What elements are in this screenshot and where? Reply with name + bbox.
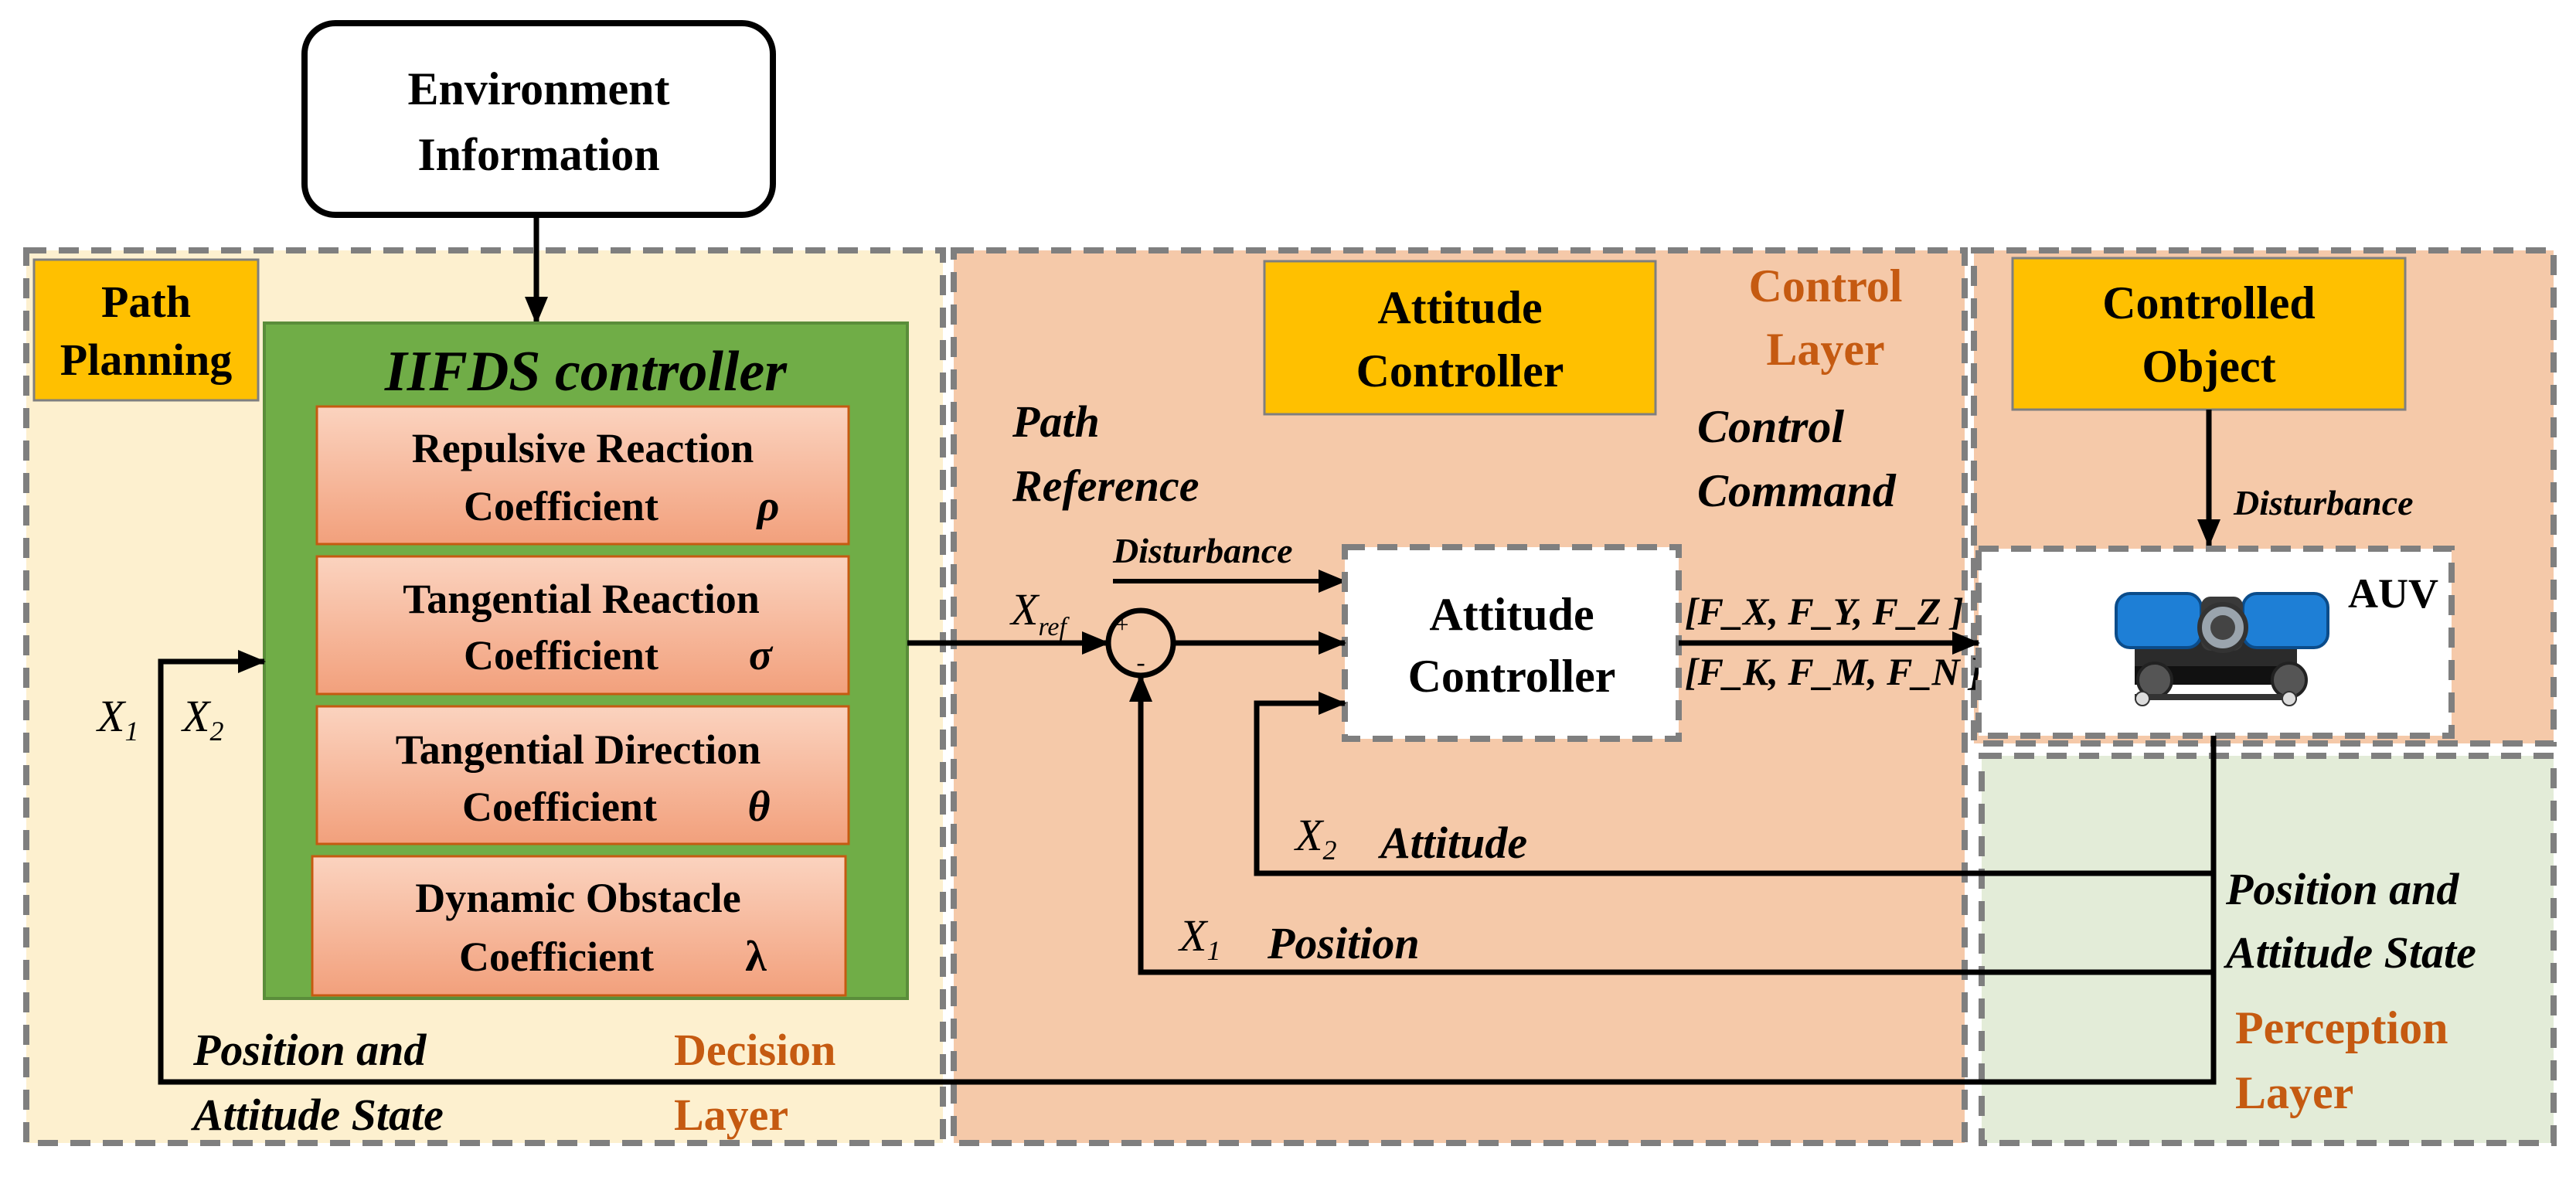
controlled-object-line2: Object <box>2142 341 2275 392</box>
coefficient-symbol: λ <box>745 933 767 981</box>
moment-vector-label: [F_K, F_M, F_N ] <box>1685 650 1982 693</box>
decision-layer-label-line1: Decision <box>674 1025 835 1075</box>
attitude-controller-line2: Controller <box>1408 651 1616 702</box>
environment-line2: Information <box>417 129 659 180</box>
coefficient-symbol: σ <box>749 631 774 679</box>
summing-plus: + <box>1116 612 1129 638</box>
coefficient-symbol: θ <box>747 783 770 831</box>
control-layer-label-line2: Layer <box>1766 324 1884 375</box>
control-disturbance-label: Disturbance <box>1112 531 1293 570</box>
coefficient-line1: Dynamic Obstacle <box>415 875 740 921</box>
decision-state-line1: Position and <box>192 1025 427 1075</box>
dynamic-obstacle-coefficient-box: Dynamic Obstacle Coefficient λ <box>311 855 847 997</box>
environment-information-box <box>301 20 776 218</box>
coefficient-line1: Repulsive Reaction <box>412 425 754 471</box>
force-vector-text: [F_X, F_Y, F_Z ] <box>1685 590 1964 633</box>
decision-layer-label-line2: Layer <box>674 1090 788 1140</box>
environment-line1: Environment <box>408 63 670 114</box>
decision-state-line2: Attitude State <box>191 1090 444 1140</box>
control-layer-label-line1: Control <box>1749 260 1903 311</box>
perception-state-line1: Position and <box>2225 864 2459 914</box>
position-feedback-line <box>1129 674 2217 975</box>
attitude-controller-header-line1: Attitude <box>1377 282 1542 333</box>
coefficient-symbol: ρ <box>756 482 780 530</box>
attitude-controller-header <box>1263 260 1657 416</box>
x2-attitude-text: Attitude <box>1378 818 1527 868</box>
control-command-line1: Control <box>1697 401 1844 452</box>
coefficient-line1: Tangential Direction <box>396 726 761 773</box>
repulsive-reaction-coefficient-box: Repulsive Reaction Coefficient ρ <box>315 405 850 546</box>
coefficient-line1: Tangential Reaction <box>403 576 760 622</box>
summing-minus: - <box>1136 648 1145 677</box>
attitude-controller-header-line2: Controller <box>1356 345 1564 396</box>
iifds-controller-title: IIFDS controller <box>384 340 788 403</box>
x1-input-label: X1 <box>96 691 138 747</box>
coefficient-line2: Coefficient <box>464 483 658 529</box>
controlled-object-line1: Controlled <box>2102 277 2316 328</box>
auv-label: AUV <box>2348 570 2438 617</box>
force-vector-label: [F_X, F_Y, F_Z ] <box>1685 590 1964 633</box>
x2-attitude-label: X2 <box>1294 810 1336 866</box>
perception-layer-panel <box>1979 753 2557 1146</box>
perception-layer-label-line1: Perception <box>2235 1002 2448 1053</box>
coefficient-line2: Coefficient <box>459 934 654 980</box>
object-disturbance-label: Disturbance <box>2233 483 2414 522</box>
auv-image <box>2115 592 2329 706</box>
attitude-controller-line1: Attitude <box>1429 589 1594 640</box>
moment-vector-text: [F_K, F_M, F_N ] <box>1685 650 1982 693</box>
x1-position-label: X1 <box>1178 910 1220 966</box>
coefficient-line2: Coefficient <box>464 632 658 679</box>
path-reference-line1: Path <box>1012 396 1100 447</box>
attitude-controller-block <box>1342 544 1682 742</box>
perception-layer-label-line2: Layer <box>2235 1067 2353 1118</box>
path-reference-line2: Reference <box>1012 461 1200 511</box>
tangential-reaction-coefficient-box: Tangential Reaction Coefficient σ <box>315 555 850 696</box>
attitude-feedback-line <box>1254 692 2217 876</box>
xref-label: Xref <box>1009 584 1070 641</box>
x1-position-text: Position <box>1267 918 1420 968</box>
controlled-object-header <box>2011 257 2407 411</box>
path-planning-line2: Planning <box>60 335 232 385</box>
coefficient-line2: Coefficient <box>462 784 657 830</box>
control-command-line2: Command <box>1697 465 1897 516</box>
perception-state-line2: Attitude State <box>2224 927 2476 978</box>
state-feedback-line <box>158 650 2217 1085</box>
tangential-direction-coefficient-box: Tangential Direction Coefficient θ <box>315 705 850 845</box>
x2-input-label: X2 <box>181 691 223 747</box>
path-planning-header <box>32 258 260 402</box>
path-planning-line1: Path <box>101 277 191 327</box>
